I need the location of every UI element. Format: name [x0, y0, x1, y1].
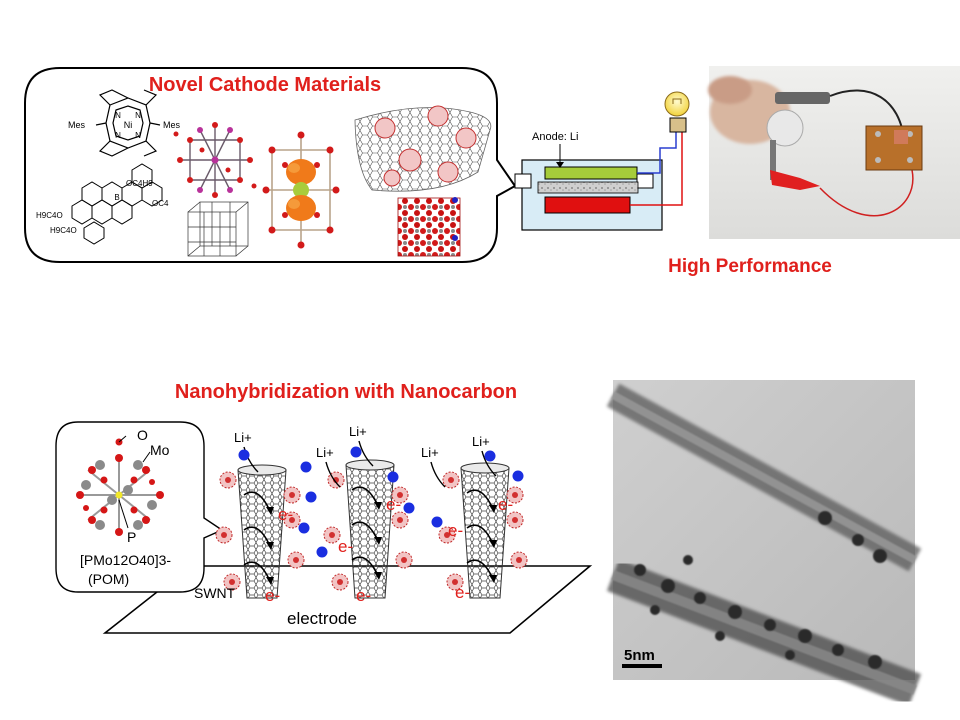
nanotube-opening — [460, 462, 510, 474]
lithium-ion — [387, 471, 399, 483]
nanotube-opening — [237, 464, 287, 476]
pom-particle-core — [229, 579, 235, 585]
porphyrin-sub-right: Mes — [163, 120, 181, 130]
nanotube-array: Li+ Li+ Li+ Li+ Li+ e-e-e-e-e-e-e-e- — [215, 424, 528, 605]
performance-label: High Performance — [668, 256, 832, 277]
pom-particle-core — [289, 517, 295, 523]
pom-particle-core — [397, 492, 403, 498]
electron-label: e- — [498, 495, 513, 514]
lithium-ion — [298, 522, 310, 534]
lithium-ion-label: Li+ — [234, 430, 252, 445]
pom-particle-core — [512, 517, 518, 523]
lithium-ion — [316, 546, 328, 558]
pom-label-mo: Mo — [150, 442, 170, 458]
arrow-head — [489, 505, 497, 513]
ion-arrow — [325, 461, 341, 488]
borane-sub-bottom: H9C4O — [50, 226, 77, 235]
electron-label: e- — [386, 495, 401, 514]
pom-particle-core — [448, 477, 454, 483]
ion-arrow — [481, 450, 497, 477]
electron-label: e- — [338, 537, 353, 556]
nanotube — [345, 464, 395, 599]
lithium-ion — [403, 502, 415, 514]
arrow-head — [266, 507, 274, 515]
tem-micrograph — [606, 380, 922, 706]
pom-molecule — [76, 435, 164, 536]
nanohybrid-title: Nanohybridization with Nanocarbon — [175, 381, 517, 403]
pom-label-o: O — [137, 427, 148, 443]
graphene-sheet — [354, 105, 492, 192]
lithium-ion-label: Li+ — [349, 424, 367, 439]
ion-arrow — [243, 446, 259, 473]
lithium-ion — [512, 470, 524, 482]
borane-sub-left: H9C4O — [36, 211, 63, 220]
electrode-label: electrode — [287, 609, 357, 628]
battery-cell-diagram — [514, 91, 690, 231]
porphyrin-n-label: N — [135, 131, 141, 140]
polyoxometalate-cluster — [173, 122, 257, 198]
pom-particle-core — [293, 557, 299, 563]
crystal-lattice — [397, 197, 461, 257]
ion-arrow — [358, 440, 374, 467]
pom-particle-core — [516, 557, 522, 563]
arrow-head — [266, 577, 274, 585]
ion-arrow — [430, 461, 446, 488]
pom-particle-core — [221, 532, 227, 538]
electron-label: e- — [356, 586, 371, 605]
pom-name: (POM) — [88, 571, 129, 587]
pom-particle-core — [452, 579, 458, 585]
pom-formula: [PMo12O40]3- — [80, 552, 171, 568]
electron-label: e- — [455, 583, 470, 602]
lithium-ion-label: Li+ — [421, 445, 439, 460]
arrow-head — [489, 540, 497, 548]
scale-bar-label: 5nm — [624, 647, 655, 664]
nanotube-opening — [345, 459, 395, 471]
lithium-ion — [350, 446, 362, 458]
cubic-framework — [187, 201, 249, 257]
arrow-head — [374, 572, 382, 580]
cathode-title: Novel Cathode Materials — [149, 74, 381, 96]
pom-particle-core — [401, 557, 407, 563]
lithium-ion — [300, 461, 312, 473]
pom-particle-core — [397, 517, 403, 523]
porphyrin-sub-left: Mes — [68, 120, 86, 130]
lithium-ion-label: Li+ — [472, 434, 490, 449]
arrow-head — [374, 502, 382, 510]
lithium-ion — [431, 516, 443, 528]
swnt-label: SWNT — [194, 585, 236, 601]
pom-particle-core — [329, 532, 335, 538]
porphyrin-metal: Ni — [124, 120, 133, 130]
electron-label: e- — [278, 505, 293, 524]
electron-label: e- — [448, 521, 463, 540]
battery-demo-photo — [708, 66, 960, 239]
arrow-head — [266, 542, 274, 550]
pom-label-p: P — [127, 529, 136, 545]
borane-atom: B — [114, 193, 119, 202]
lithium-ion — [484, 450, 496, 462]
pom-particle-core — [289, 492, 295, 498]
lithium-ion — [238, 449, 250, 461]
porphyrin-structure — [95, 89, 161, 157]
metal-oxide-cluster — [262, 131, 340, 249]
borane-sub-right: OC4 — [152, 199, 169, 208]
porphyrin-n-label: N — [115, 111, 121, 120]
porphyrin-n-label: N — [115, 131, 121, 140]
borane-structure — [71, 163, 163, 245]
arrow-head — [489, 575, 497, 583]
arrow-head — [374, 537, 382, 545]
porphyrin-n-label: N — [135, 111, 141, 120]
electron-label: e- — [265, 586, 280, 605]
borane-sub-top: OC4H9 — [126, 179, 153, 188]
pom-particle-core — [444, 532, 450, 538]
lithium-ion-label: Li+ — [316, 445, 334, 460]
nanotube — [460, 467, 510, 599]
pom-particle-core — [512, 492, 518, 498]
lithium-ion — [305, 491, 317, 503]
anode-label: Anode: Li — [532, 131, 578, 143]
pom-particle-core — [225, 477, 231, 483]
pom-particle-core — [337, 579, 343, 585]
